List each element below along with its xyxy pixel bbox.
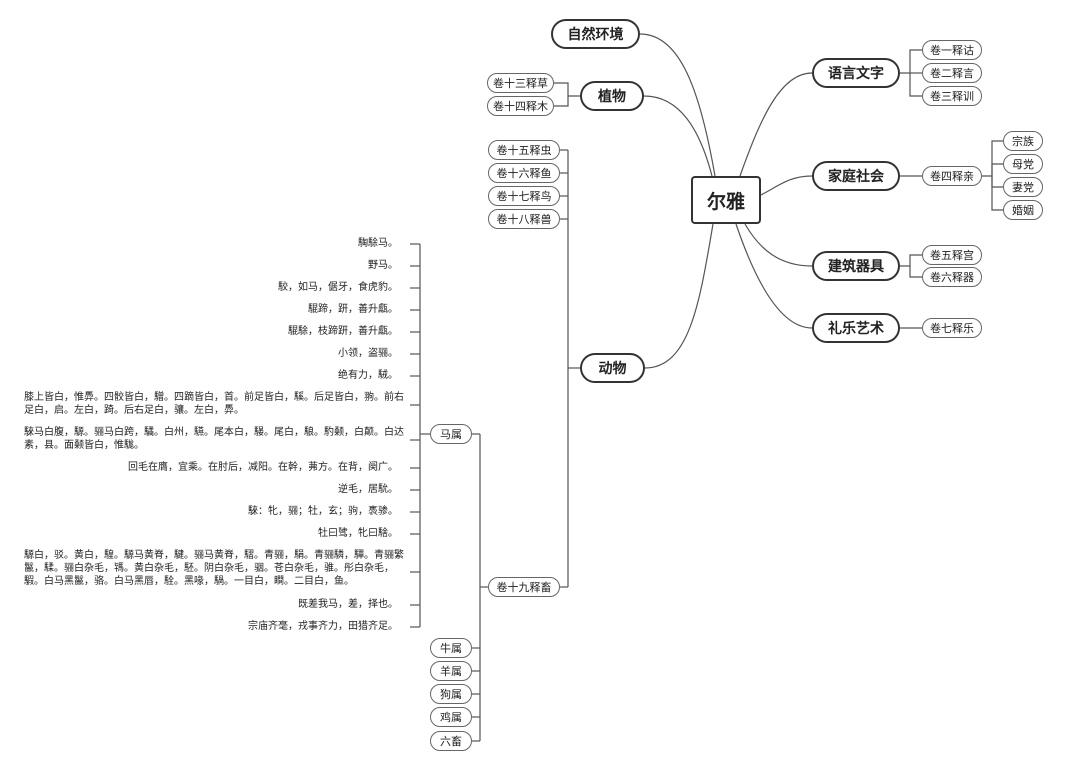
root-node[interactable]: 尔雅 — [691, 176, 761, 224]
branch-nature[interactable]: 自然环境 — [551, 19, 640, 49]
category-item[interactable]: 六畜 — [430, 731, 472, 751]
volume-13[interactable]: 卷十三释草 — [487, 73, 554, 93]
branch-animal[interactable]: 动物 — [580, 353, 645, 383]
horse-entry: 騋：牝，骊；牡，玄；驹，褭骖。 — [248, 506, 398, 517]
horse-entry: 小领，盗骊。 — [338, 348, 398, 359]
volume-16[interactable]: 卷十六释鱼 — [488, 163, 560, 183]
volume-3[interactable]: 卷三释训 — [922, 86, 982, 106]
branch-rites[interactable]: 礼乐艺术 — [812, 313, 900, 343]
category-horse[interactable]: 马属 — [430, 424, 472, 444]
kin-item[interactable]: 妻党 — [1003, 177, 1043, 197]
volume-15[interactable]: 卷十五释虫 — [488, 140, 560, 160]
volume-5[interactable]: 卷五释宫 — [922, 245, 982, 265]
branch-plant[interactable]: 植物 — [580, 81, 644, 111]
branch-building[interactable]: 建筑器具 — [812, 251, 900, 281]
branch-language[interactable]: 语言文字 — [812, 58, 900, 88]
horse-entry: 騉蹄，趼，善升甗。 — [308, 304, 398, 315]
horse-entry: 宗庙齐毫，戎事齐力，田猎齐足。 — [248, 621, 398, 632]
category-item[interactable]: 牛属 — [430, 638, 472, 658]
category-item[interactable]: 鸡属 — [430, 707, 472, 727]
volume-7[interactable]: 卷七释乐 — [922, 318, 982, 338]
volume-19[interactable]: 卷十九释畜 — [488, 577, 560, 597]
horse-entry: 騉駼，枝蹄趼，善升甗。 — [288, 326, 398, 337]
horse-entry: 騵白，驳。黄白，騜。騵马黄脊，騝。骊马黄脊，騽。青骊，駽。青骊驎，驒。青骊繁鬣，… — [24, 550, 404, 587]
volume-1[interactable]: 卷一释诂 — [922, 40, 982, 60]
horse-entry: 牡曰骘，牝曰騇。 — [318, 528, 398, 539]
volume-4[interactable]: 卷四释亲 — [922, 166, 982, 186]
horse-entry: 騋马白腹，騵。骊马白跨，驈。白州，驠。尾本白，騴。尾白，駺。馰颡，白颠。白达素，… — [24, 427, 404, 451]
kin-item[interactable]: 宗族 — [1003, 131, 1043, 151]
volume-2[interactable]: 卷二释言 — [922, 63, 982, 83]
branch-family[interactable]: 家庭社会 — [812, 161, 900, 191]
horse-entry: 既差我马，差，择也。 — [298, 599, 398, 610]
horse-entry: 膝上皆白，惟馵。四骹皆白，驓。四蹢皆白，首。前足皆白，騱。后足皆白，翑。前右足白… — [24, 392, 404, 416]
category-item[interactable]: 狗属 — [430, 684, 472, 704]
horse-entry: 回毛在膺，宜乘。在肘后，减阳。在幹，茀方。在背，阕广。 — [128, 462, 398, 473]
horse-entry: 逆毛，居馻。 — [338, 484, 398, 495]
volume-14[interactable]: 卷十四释木 — [487, 96, 554, 116]
horse-entry: 野马。 — [368, 260, 398, 271]
volume-17[interactable]: 卷十七释鸟 — [488, 186, 560, 206]
kin-item[interactable]: 母党 — [1003, 154, 1043, 174]
kin-item[interactable]: 婚姻 — [1003, 200, 1043, 220]
horse-entry: 騊駼马。 — [358, 238, 398, 249]
category-item[interactable]: 羊属 — [430, 661, 472, 681]
volume-6[interactable]: 卷六释器 — [922, 267, 982, 287]
horse-entry: 绝有力，駥。 — [338, 370, 398, 381]
horse-entry: 駮，如马，倨牙，食虎豹。 — [278, 282, 398, 293]
volume-18[interactable]: 卷十八释兽 — [488, 209, 560, 229]
